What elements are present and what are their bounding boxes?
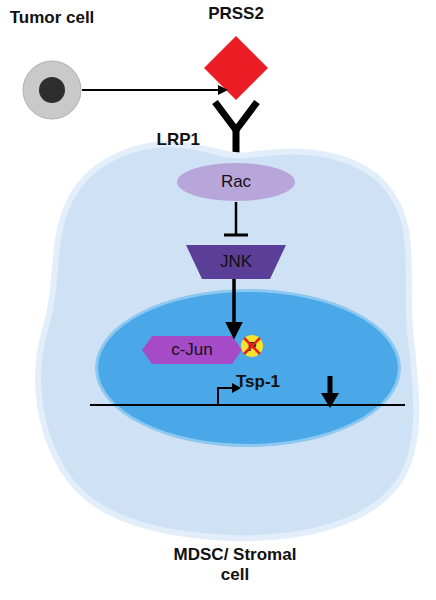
node-label: JNK [186,245,286,279]
node-heading: PRSS2 [186,4,286,24]
arrow-connector [82,90,226,91]
node-label: c-Jun [142,336,242,364]
inhibition-connector [224,202,248,235]
stromal-cell-outline [30,140,425,595]
ligand-diamond: PRSS2 [204,36,268,100]
arrow-connector [234,279,235,336]
node-heading: LRP1 [144,130,200,150]
ligand-diamond-outline [204,36,268,100]
node-heading: MDSC/ Stromal cell [170,545,300,585]
gene-label: Tsp-1 [236,372,280,392]
node-label: Rac [176,162,296,202]
cjun-hexagon: c-Jun [142,336,242,364]
stromal-cell: MDSC/ Stromal cell RacJNK c-JunP Tsp-1 [30,140,425,595]
jnk-trapezoid: JNK [186,245,286,279]
tumor-cell: Tumor cell [22,60,82,120]
rac-ellipse: Rac [176,162,296,202]
phospho-mark: P [241,335,263,357]
node-heading: Tumor cell [2,8,102,28]
tumor-cell-outline [22,60,82,120]
cross-mark [241,335,263,357]
